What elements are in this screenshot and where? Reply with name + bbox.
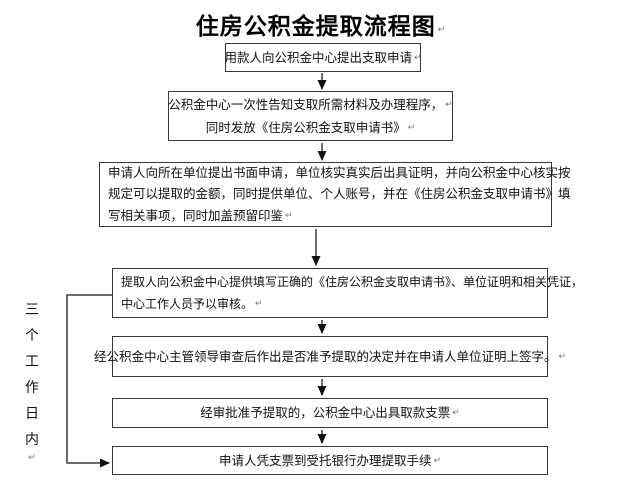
flow-box-issue-check: 经审批准予提取的，公积金中心出具取款支票↵ [112,398,548,428]
paragraph-mark-icon: ↵ [433,454,442,465]
paragraph-mark-icon: ↵ [558,350,567,361]
flow-box-text: 经审批准予提取的，公积金中心出具取款支票↵ [200,406,460,420]
paragraph-mark-icon: ↵ [285,209,293,220]
flow-box-text: 公积金中心一次性告知支取所需材料及办理程序，↵ [168,98,453,112]
flow-box-approval-decision: 经公积金中心主管领导审查后作出是否准予提取的决定并在申请人单位证明上签字。↵ [94,336,566,377]
paragraph-mark-icon: ↵ [255,297,263,308]
flow-box-text: 写相关事项，同时加盖预留印鉴↵ [108,208,293,223]
paragraph-mark-icon: ↵ [413,51,422,62]
flow-box-bank-withdrawal: 申请人凭支票到受托银行办理提取手续↵ [112,446,548,475]
flow-box-text: 提取人向公积金中心提供填写正确的《住房公积金支取申请书》、单位证明和相关凭证， [121,274,584,289]
bracket-connector [66,294,112,468]
flow-box-apply: 用款人向公积金中心提出支取申请↵ [224,43,422,72]
paragraph-mark-icon: ↵ [445,99,453,109]
flow-box-text: 经公积金中心主管领导审查后作出是否准予提取的决定并在申请人单位证明上签字。↵ [93,349,567,364]
page-title: 住房公积金提取流程图↵ [0,7,641,41]
flow-box-text: 申请人向所在单位提出书面申请，单位核实真实后出具证明，并向公积金中心核实按 [108,165,571,180]
page-title-text: 住房公积金提取流程图 [195,13,436,39]
paragraph-mark-icon: ↵ [437,24,446,34]
flow-box-text: 申请人凭支票到受托银行办理提取手续↵ [218,453,442,468]
flow-box-text: 规定可以提取的金额，同时提供单位、个人账号，并在《住房公积金支取申请书》填 [108,186,571,201]
flow-box-text: 用款人向公积金中心提出支取申请↵ [224,50,422,65]
flow-box-text: 中心工作人员予以审核。↵ [121,296,263,311]
flow-box-notify: 公积金中心一次性告知支取所需材料及办理程序，↵ 同时发放《住房公积金支取申请书》… [168,91,453,141]
flow-box-text: 同时发放《住房公积金支取申请书》↵ [205,121,416,135]
paragraph-mark-icon: ↵ [407,122,416,132]
duration-label: 三个工作日内 [25,301,39,447]
flow-box-center-review: 提取人向公积金中心提供填写正确的《住房公积金支取申请书》、单位证明和相关凭证， … [112,268,583,318]
paragraph-mark-icon: ↵ [28,452,36,462]
flow-box-employer-verification: 申请人向所在单位提出书面申请，单位核实真实后出具证明，并向公积金中心核实按 规定… [99,162,571,227]
paragraph-mark-icon: ↵ [452,407,460,417]
